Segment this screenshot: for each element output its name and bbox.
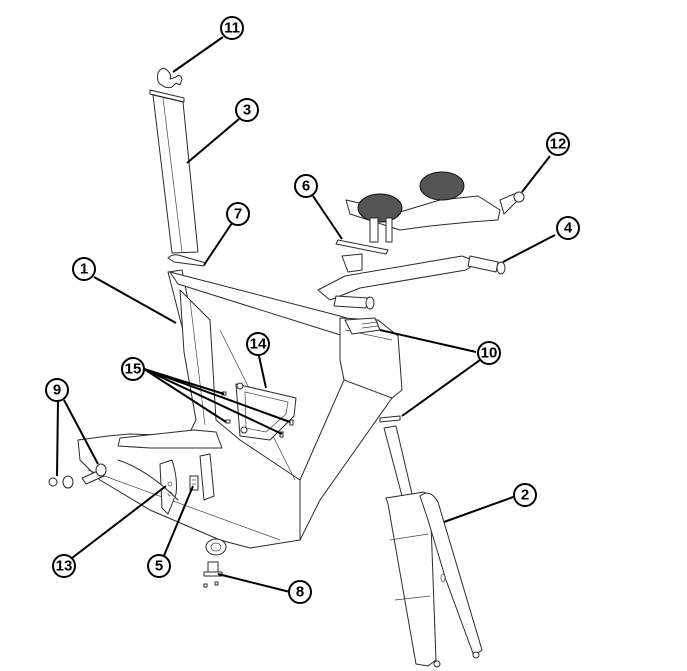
leader-line-2 (443, 495, 517, 523)
callout-15-label: 15 (125, 361, 142, 378)
seatpost-wedge-part (167, 254, 207, 267)
callout-7: 7 (226, 202, 250, 226)
callout-12: 12 (546, 132, 570, 156)
leader-line-14 (258, 355, 267, 389)
leader-line-6 (312, 195, 343, 240)
callout-8-label: 8 (296, 584, 304, 601)
callout-3: 3 (235, 98, 259, 122)
saddle-clamp-part (157, 67, 183, 89)
callout-2: 2 (513, 483, 537, 507)
callout-11: 11 (220, 16, 244, 40)
leader-line-8 (217, 573, 291, 593)
leader-line-9b (63, 399, 99, 465)
callout-10-label: 10 (481, 345, 498, 362)
base-bar-part (317, 253, 506, 310)
derailleur-mount-part (199, 453, 215, 501)
leader-line-3 (186, 118, 240, 164)
leader-line-10a (379, 329, 477, 353)
brake-cover-part (159, 459, 177, 515)
leader-line-1 (93, 276, 177, 324)
callout-15: 15 (121, 357, 145, 381)
callout-9: 9 (45, 378, 69, 402)
leader-line-10b (401, 359, 481, 417)
aero-extensions-part (345, 171, 525, 243)
leader-line-15c (143, 368, 283, 435)
callout-14-label: 14 (250, 336, 267, 353)
callout-1: 1 (72, 257, 96, 281)
callout-8: 8 (288, 580, 312, 604)
fork-part (383, 425, 483, 668)
callout-6: 6 (294, 174, 318, 198)
callout-14: 14 (246, 332, 270, 356)
callout-11-label: 11 (224, 20, 240, 37)
callout-4: 4 (556, 216, 580, 240)
callout-13-label: 13 (56, 558, 73, 575)
callout-12-label: 12 (550, 136, 567, 153)
callout-6-label: 6 (302, 178, 310, 195)
callout-4-label: 4 (564, 220, 573, 237)
leader-line-9a (56, 399, 59, 477)
callout-10: 10 (477, 341, 501, 365)
leader-line-15b (143, 368, 291, 423)
callout-1-label: 1 (80, 261, 88, 278)
storage-cover-part (235, 382, 297, 441)
leader-line-13 (71, 485, 167, 559)
aerobar-spacer-part (335, 239, 389, 255)
leader-line-11 (172, 36, 224, 73)
seatpost-part (149, 89, 199, 254)
callout-5-label: 5 (155, 558, 163, 575)
leader-line-5 (162, 485, 194, 559)
callout-7-label: 7 (234, 206, 242, 223)
callout-9-label: 9 (53, 382, 61, 399)
callout-13: 13 (52, 554, 76, 578)
callout-5: 5 (147, 554, 171, 578)
leader-line-12 (521, 155, 551, 193)
leader-line-4 (502, 234, 556, 263)
headset-bearing-part (379, 415, 401, 423)
leader-line-7 (203, 222, 233, 266)
thru-axle-hardware-part (48, 463, 107, 487)
derailleur-hanger-part (189, 475, 199, 491)
leader-line-15d (143, 368, 227, 423)
cable-guide-part (203, 561, 223, 588)
callout-2-label: 2 (521, 487, 529, 504)
brake-cable-part (117, 459, 179, 501)
frame-part (62, 269, 403, 556)
callout-3-label: 3 (243, 102, 251, 119)
leader-lines (56, 36, 556, 593)
